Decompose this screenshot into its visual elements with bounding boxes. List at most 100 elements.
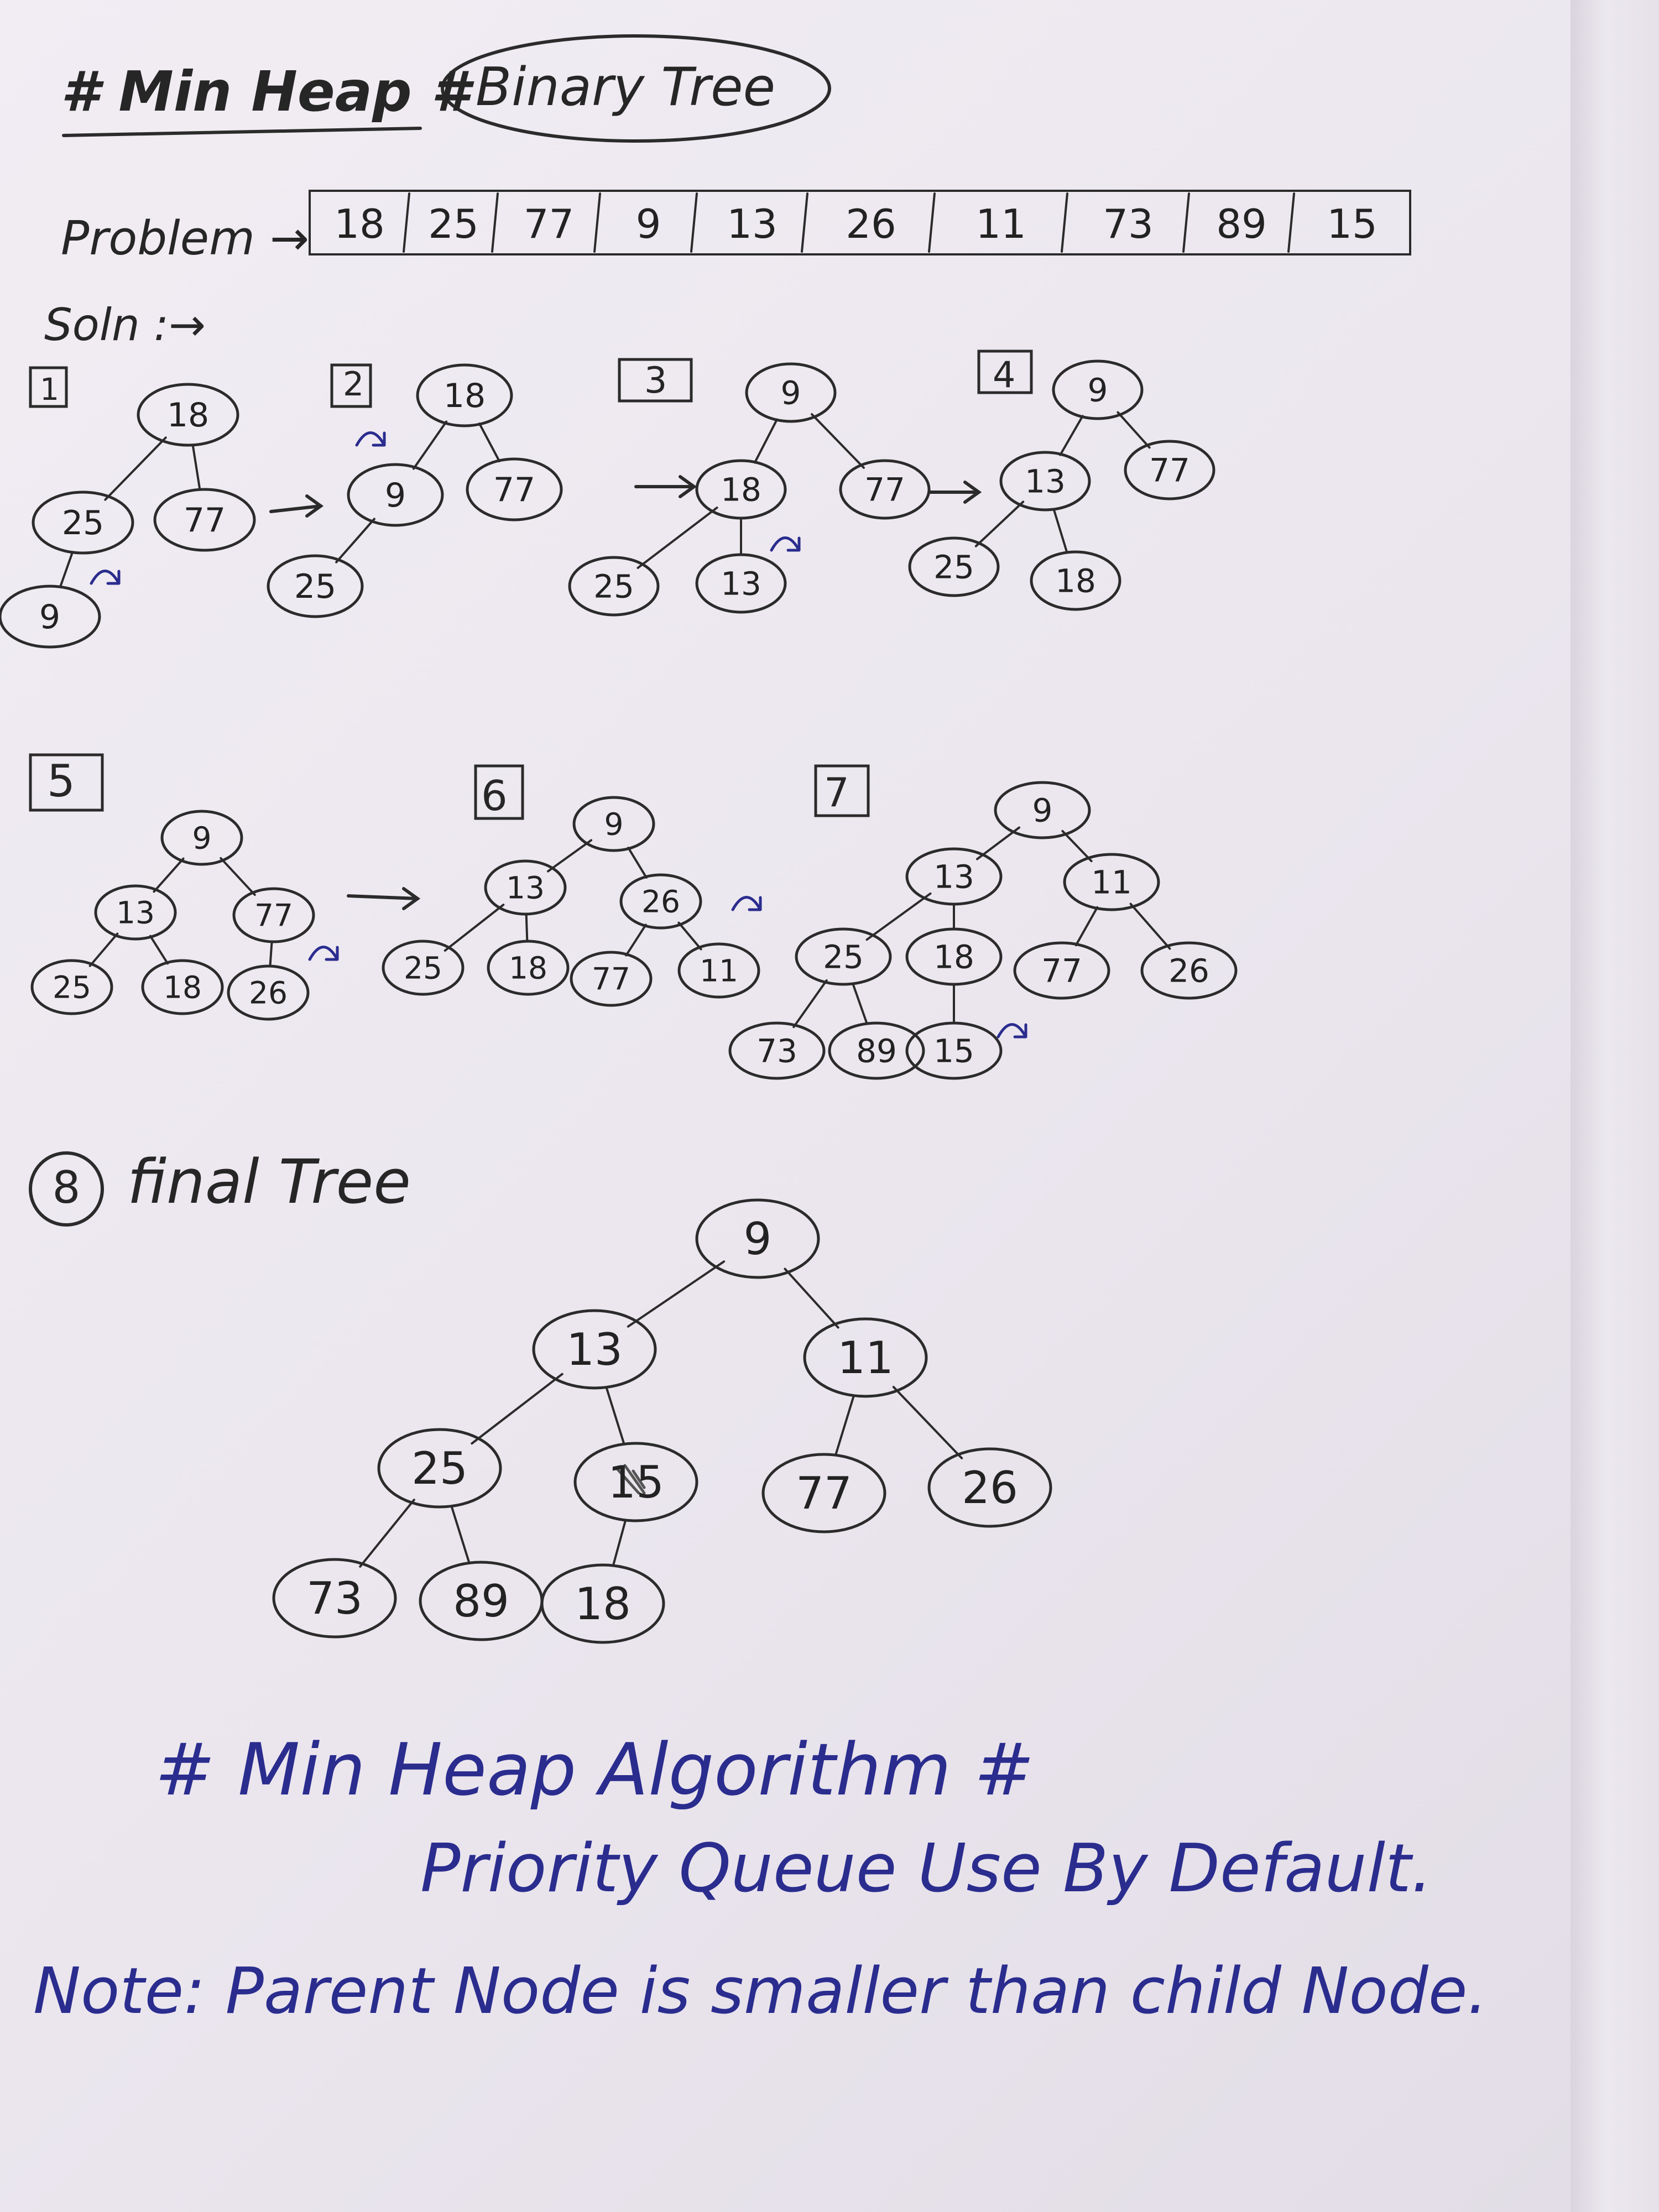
tree-node bbox=[905, 1021, 1003, 1080]
note-line: Note: Parent Node is smaller than child … bbox=[33, 1954, 1488, 2028]
tree-node-value: 9 bbox=[1088, 371, 1108, 409]
tree-node-value: 18 bbox=[1055, 562, 1096, 599]
tree-node bbox=[32, 491, 134, 555]
swap-arrow-icon bbox=[770, 536, 801, 552]
step-2-label: 2 bbox=[343, 365, 364, 404]
arrow-head bbox=[402, 887, 421, 910]
tree-edge bbox=[1059, 415, 1084, 456]
tree-edge bbox=[149, 935, 169, 965]
tree-node-value: 9 bbox=[604, 806, 624, 842]
tree-node bbox=[0, 585, 101, 649]
array-cell-value: 9 bbox=[636, 201, 661, 247]
array-cell-value: 25 bbox=[428, 201, 479, 247]
step-number-box bbox=[330, 363, 372, 408]
tree-node bbox=[905, 927, 1003, 986]
tree-node bbox=[999, 451, 1091, 512]
next-page-edge bbox=[1571, 0, 1659, 2212]
tree-edge bbox=[471, 1373, 564, 1445]
tree-node-value: 77 bbox=[592, 961, 630, 997]
tree-edge bbox=[974, 500, 1025, 547]
step-5-label: 5 bbox=[47, 755, 75, 807]
tree-node-value: 77 bbox=[254, 898, 293, 933]
tree-node bbox=[795, 927, 892, 986]
tree-node-value: 89 bbox=[453, 1575, 509, 1627]
tree-node-value: 26 bbox=[249, 975, 288, 1010]
tree-node-value: 13 bbox=[116, 895, 155, 930]
tree-node bbox=[487, 940, 570, 996]
tree-edge bbox=[784, 1267, 839, 1329]
tree-node-value: 77 bbox=[184, 501, 226, 540]
tree-edge bbox=[1061, 830, 1093, 863]
array-cell-value: 11 bbox=[975, 201, 1026, 247]
tree-edge bbox=[834, 1395, 855, 1455]
array-cell-value: 18 bbox=[334, 201, 385, 247]
tree-edge bbox=[627, 847, 648, 879]
tree-node bbox=[994, 781, 1091, 839]
tree-edge bbox=[892, 1386, 963, 1459]
tree-node bbox=[137, 383, 239, 447]
step-number-box bbox=[618, 358, 693, 403]
tree-node-value: 25 bbox=[933, 548, 974, 586]
tree-node bbox=[160, 810, 243, 866]
tree-node-value: 25 bbox=[404, 950, 442, 985]
tree-node-value: 18 bbox=[167, 396, 209, 435]
tree-edge bbox=[104, 436, 167, 501]
step-7-label: 7 bbox=[824, 769, 849, 816]
tree-node-value: 25 bbox=[593, 567, 634, 605]
tree-edge bbox=[852, 983, 868, 1025]
array-divider bbox=[491, 192, 499, 253]
tree-node-value: 77 bbox=[493, 471, 535, 509]
tree-node bbox=[695, 553, 787, 614]
swap-arrow-icon bbox=[90, 570, 121, 585]
tree-node bbox=[382, 940, 465, 996]
page-heading: # Min Heap # bbox=[61, 59, 474, 124]
tree-edge bbox=[753, 418, 779, 464]
tree-node bbox=[619, 873, 702, 930]
array-divider bbox=[1061, 192, 1068, 253]
array-cell-value: 13 bbox=[727, 201, 778, 247]
tree-edge bbox=[546, 839, 593, 873]
array-cell-value: 73 bbox=[1103, 201, 1154, 247]
tree-node-value: 89 bbox=[856, 1032, 897, 1070]
tree-node bbox=[572, 796, 655, 852]
step-number-box bbox=[814, 764, 870, 817]
tree-node bbox=[761, 1453, 886, 1533]
algorithm-title: # Min Heap Algorithm # bbox=[155, 1728, 1034, 1812]
array-cell-value: 89 bbox=[1216, 201, 1267, 247]
tree-node-value: 73 bbox=[757, 1032, 797, 1070]
tree-edge bbox=[677, 921, 702, 951]
swap-arrow-icon bbox=[731, 896, 762, 911]
tree-node bbox=[30, 959, 113, 1015]
tree-node bbox=[908, 536, 1000, 597]
tree-node bbox=[695, 1198, 820, 1279]
tree-node bbox=[94, 884, 177, 941]
array-divider bbox=[928, 192, 936, 253]
tree-node-value: 11 bbox=[700, 953, 738, 988]
heap-tree-s5 bbox=[30, 810, 315, 1021]
tree-node-value: 9 bbox=[781, 374, 801, 411]
tree-node-value: 9 bbox=[744, 1213, 772, 1265]
step-arrow bbox=[347, 894, 419, 900]
array-cell-value: 26 bbox=[846, 201, 896, 247]
tree-node-value: 13 bbox=[721, 565, 761, 602]
heap-tree-s7 bbox=[728, 781, 1238, 1080]
tree-node-value: 18 bbox=[575, 1578, 631, 1630]
step-8-label: 8 bbox=[53, 1162, 81, 1213]
tree-edge bbox=[637, 507, 718, 569]
tree-node bbox=[540, 1563, 665, 1644]
tree-edge bbox=[478, 422, 500, 462]
tree-node bbox=[570, 951, 653, 1007]
tree-node bbox=[153, 488, 256, 552]
problem-array-box bbox=[309, 190, 1411, 255]
tree-edge bbox=[269, 942, 273, 966]
tree-node bbox=[1052, 359, 1144, 420]
array-divider bbox=[593, 192, 601, 253]
array-cell-value: 15 bbox=[1327, 201, 1378, 247]
final-tree-label: final Tree bbox=[127, 1146, 411, 1217]
step-number-box bbox=[29, 366, 68, 408]
swap-arrow-icon bbox=[355, 431, 386, 447]
tree-edge bbox=[192, 445, 201, 489]
tree-node-value: 77 bbox=[864, 471, 905, 508]
array-divider bbox=[1182, 192, 1190, 253]
array-cell-value: 77 bbox=[524, 201, 575, 247]
